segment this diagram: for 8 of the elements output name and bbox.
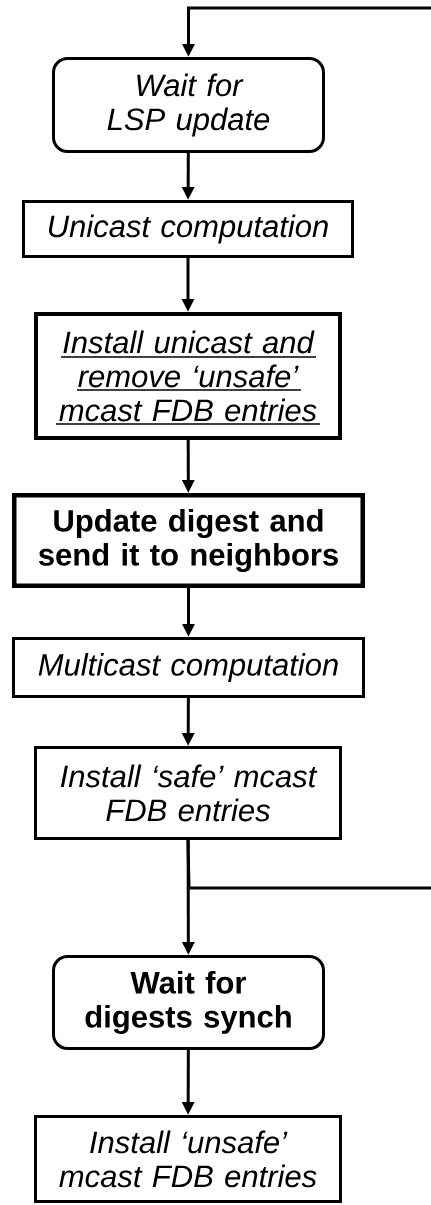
process-box: Multicast computation [12,637,365,698]
process-box: Update digest and send it to neighbors [12,493,365,588]
process-box: Install unicast and remove ‘unsafe’ mcast FDB entries [34,312,342,440]
process-box: Install ‘unsafe’ mcast FDB entries [34,1115,342,1203]
process-box: Unicast computation [22,200,354,258]
wait-box: Wait for LSP update [52,57,325,153]
wait-box: Wait for digests synch [52,955,325,1050]
process-box: Install ‘safe’ mcast FDB entries [34,746,342,840]
